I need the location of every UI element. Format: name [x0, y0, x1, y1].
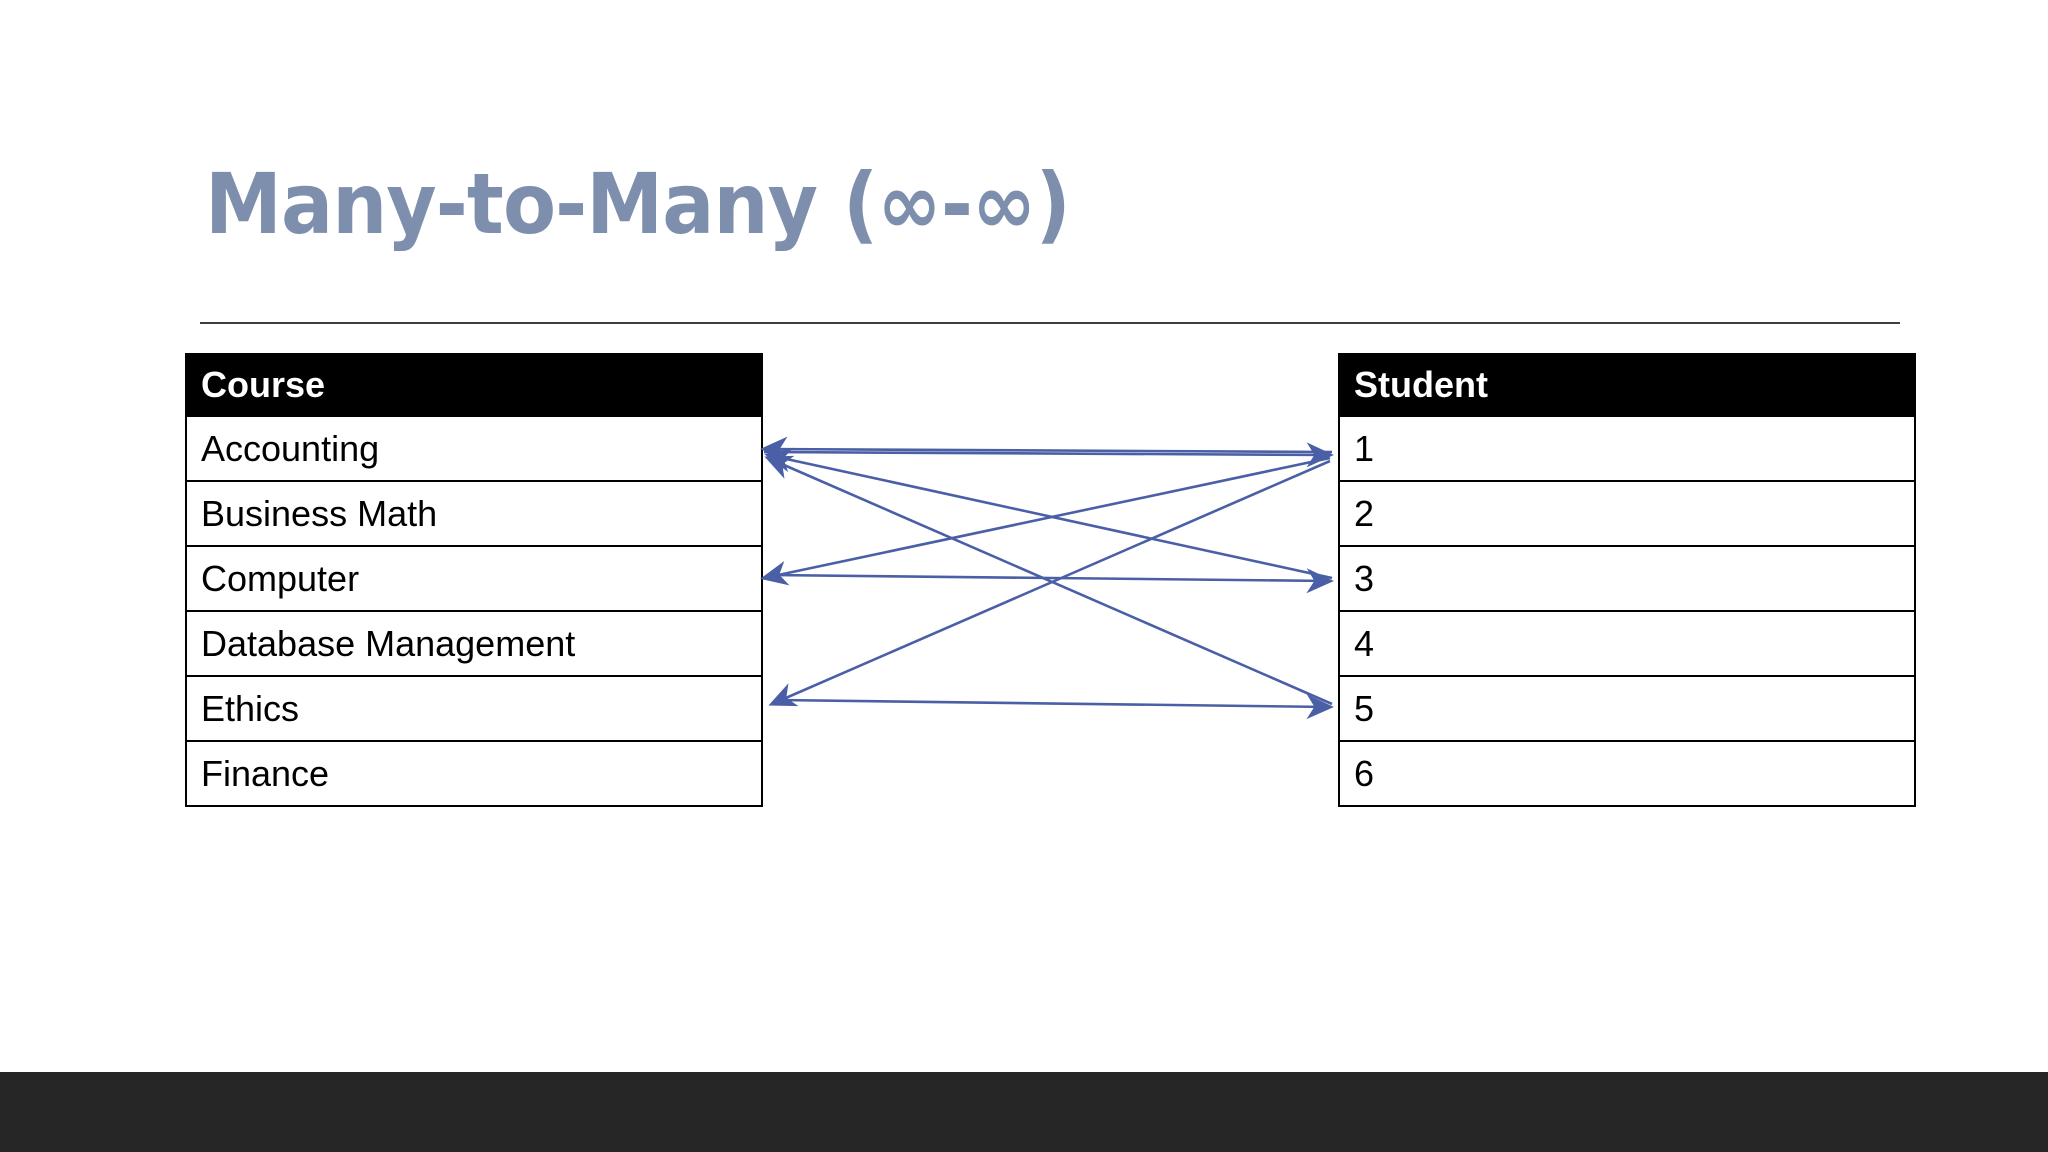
- course-cell-ethics: Ethics: [185, 675, 763, 742]
- course-cell-finance: Finance: [185, 740, 763, 807]
- student-cell-1: 1: [1338, 415, 1916, 482]
- table-row[interactable]: Database Management: [185, 610, 763, 677]
- edge-ethics-to-student5: [777, 694, 1334, 720]
- table-row[interactable]: Business Math: [185, 480, 763, 547]
- table-row[interactable]: Computer: [185, 545, 763, 612]
- edge-student3-to-accounting: [764, 447, 1333, 580]
- table-row[interactable]: 3: [1338, 545, 1916, 612]
- student-table-header-cell: Student: [1338, 353, 1916, 417]
- edge-computer-to-student3: [769, 568, 1334, 594]
- page-title: Many-to-Many (∞-∞): [205, 155, 1071, 253]
- student-cell-4: 4: [1338, 610, 1916, 677]
- course-table: Course Accounting Business Math Computer…: [185, 353, 763, 807]
- edge-student1-to-computer: [760, 456, 1331, 586]
- edge-accounting-to-student1: [763, 442, 1334, 468]
- course-cell-business-math: Business Math: [185, 480, 763, 547]
- student-cell-2: 2: [1338, 480, 1916, 547]
- student-table: Student 1 2 3 4 5 6: [1338, 353, 1916, 807]
- edge-student1-to-ethics: [768, 459, 1331, 707]
- title-divider: [200, 322, 1900, 324]
- table-row[interactable]: Finance: [185, 740, 763, 807]
- student-cell-6: 6: [1338, 740, 1916, 807]
- student-table-header-row: Student: [1338, 353, 1916, 417]
- table-row[interactable]: 5: [1338, 675, 1916, 742]
- course-cell-computer: Computer: [185, 545, 763, 612]
- edge-student1-to-accounting: [760, 436, 1333, 462]
- table-row[interactable]: 1: [1338, 415, 1916, 482]
- course-cell-accounting: Accounting: [185, 415, 763, 482]
- course-table-header-row: Course: [185, 353, 763, 417]
- table-row[interactable]: 2: [1338, 480, 1916, 547]
- edge-student5-to-accounting: [764, 455, 1333, 706]
- student-cell-5: 5: [1338, 675, 1916, 742]
- table-row[interactable]: Ethics: [185, 675, 763, 742]
- table-row[interactable]: 6: [1338, 740, 1916, 807]
- course-table-header-cell: Course: [185, 353, 763, 417]
- table-row[interactable]: 4: [1338, 610, 1916, 677]
- course-cell-database-management: Database Management: [185, 610, 763, 677]
- student-cell-3: 3: [1338, 545, 1916, 612]
- footer-bar: [0, 1072, 2048, 1152]
- table-row[interactable]: Accounting: [185, 415, 763, 482]
